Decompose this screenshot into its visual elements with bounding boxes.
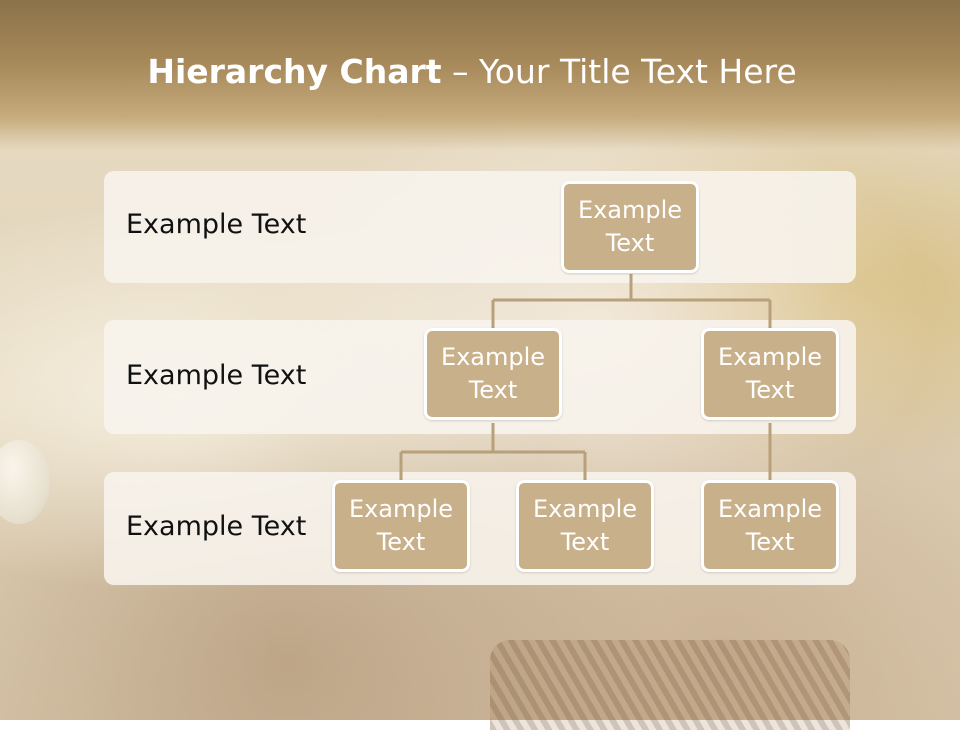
level-band-1: Example Text xyxy=(104,171,856,283)
slide-title: Hierarchy Chart – Your Title Text Here xyxy=(0,52,944,91)
node-level2-right[interactable]: Example Text xyxy=(701,328,839,420)
title-rest: – Your Title Text Here xyxy=(441,52,797,91)
node-level3-c[interactable]: Example Text xyxy=(701,480,839,572)
level-label-1: Example Text xyxy=(126,209,307,240)
node-root[interactable]: Example Text xyxy=(561,181,699,273)
connector-root-children xyxy=(491,274,772,328)
easter-egg-decoration xyxy=(0,440,50,524)
node-level2-left[interactable]: Example Text xyxy=(424,328,562,420)
basket-decoration xyxy=(490,640,850,730)
level-label-2: Example Text xyxy=(126,360,307,391)
node-level3-b[interactable]: Example Text xyxy=(516,480,654,572)
node-level3-a[interactable]: Example Text xyxy=(332,480,470,572)
level-label-3: Example Text xyxy=(126,511,307,542)
title-bold: Hierarchy Chart xyxy=(147,52,442,91)
connector-left-children xyxy=(399,423,587,480)
title-band: Hierarchy Chart – Your Title Text Here xyxy=(0,0,960,150)
